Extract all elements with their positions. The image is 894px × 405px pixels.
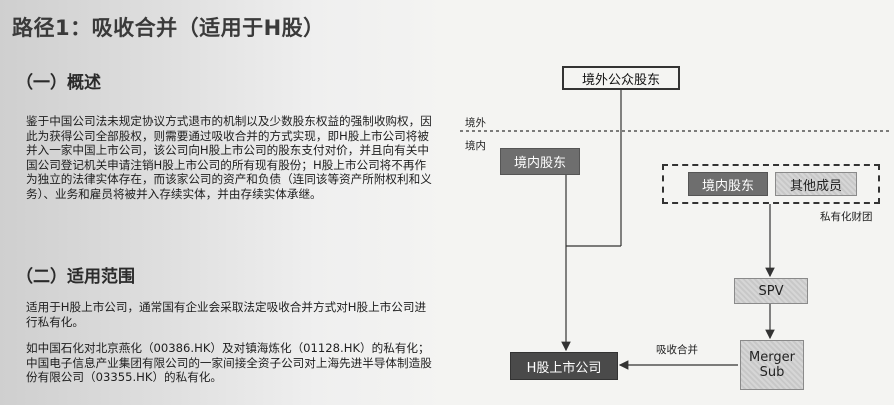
merger-sub-line2: Sub	[759, 365, 785, 380]
section2-text-1: 适用于H股上市公司，通常国有企业会采取法定吸收合并方式对H股上市公司进行私有化。	[26, 300, 427, 329]
left-background	[0, 0, 450, 405]
section1-text: 鉴于中国公司法未规定协议方式退市的机制以及少数股东权益的强制收购权，因此为获得公…	[26, 114, 432, 201]
group-domestic-shareholders-box: 境内股东	[688, 172, 768, 196]
section2-text-2: 如中国石化对北京燕化（00386.HK）及对镇海炼化（01128.HK）的私有化…	[26, 341, 432, 385]
domestic-shareholders-box: 境内股东	[500, 148, 580, 175]
privatization-consortium-group	[662, 164, 880, 204]
label-inside: 境内	[465, 140, 486, 152]
label-outside: 境外	[465, 117, 486, 129]
h-share-listed-company-box: H股上市公司	[510, 352, 618, 380]
merger-sub-line1: Merger	[749, 350, 795, 365]
section2-heading: （二）适用范围	[16, 267, 135, 287]
merger-sub-box: Merger Sub	[740, 340, 804, 390]
group-other-members-box: 其他成员	[775, 172, 857, 196]
spv-box: SPV	[734, 278, 808, 304]
section1-heading: （一）概述	[16, 73, 101, 93]
foreign-public-shareholders-box: 境外公众股东	[562, 66, 680, 90]
page-title: 路径1：吸收合并（适用于H股）	[12, 16, 325, 40]
merge-label: 吸收合并	[656, 344, 698, 356]
section1-paragraph: 鉴于中国公司法未规定协议方式退市的机制以及少数股东权益的强制收购权，因此为获得公…	[26, 114, 436, 202]
section2-paragraph-1: 适用于H股上市公司，通常国有企业会采取法定吸收合并方式对H股上市公司进行私有化。	[26, 300, 436, 329]
section2-paragraph-2: 如中国石化对北京燕化（00386.HK）及对镇海炼化（01128.HK）的私有化…	[26, 341, 436, 385]
consortium-label: 私有化财团	[820, 211, 873, 223]
